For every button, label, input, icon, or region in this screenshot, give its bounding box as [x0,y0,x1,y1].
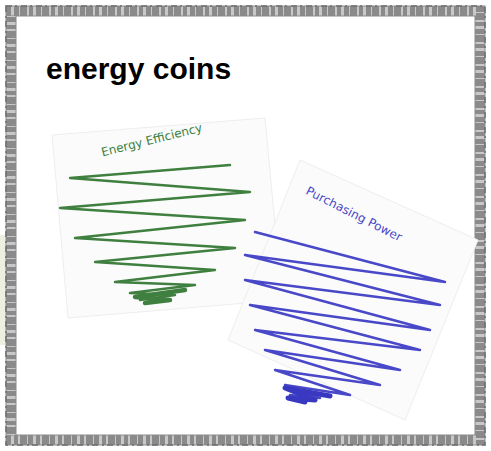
frame-texture [11,11,480,440]
blue-scribble-blob [285,388,330,402]
title: energy coins [46,52,231,85]
green-scribble [60,165,250,300]
paper-sheet [228,160,478,420]
frame-edge [6,6,485,445]
green-scribble-blob [135,290,185,303]
paper-sheet [52,118,282,318]
frame-border [11,11,480,440]
blue-scribble [245,232,445,398]
